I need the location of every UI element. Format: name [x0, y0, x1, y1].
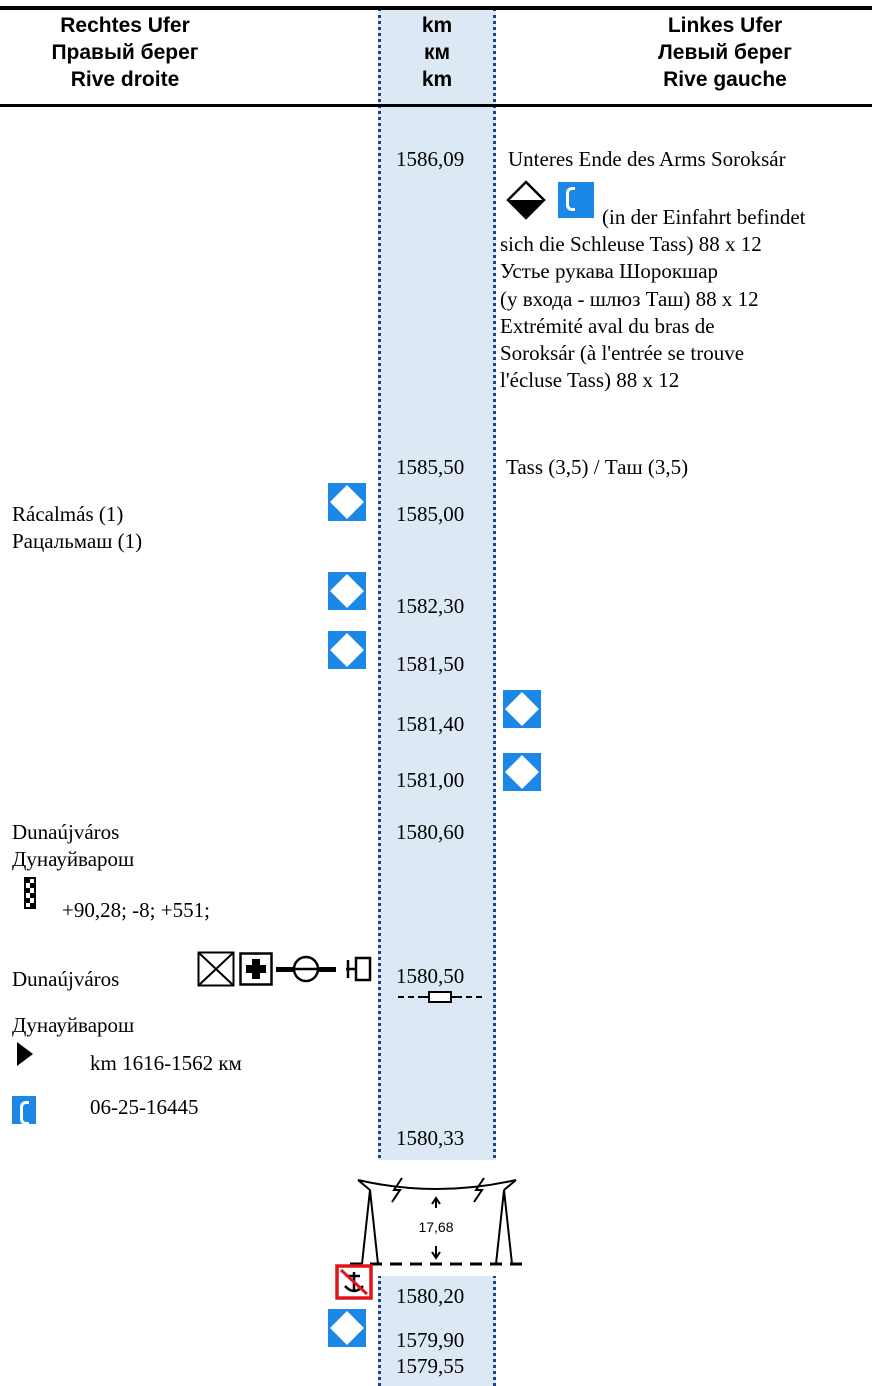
first-aid-icon: [239, 952, 273, 986]
water-intake-icon: [346, 956, 372, 982]
soroksar-line: Устье рукава Шорокшар: [500, 259, 719, 283]
km-value: 1581,00: [396, 768, 465, 792]
dunaujvaros-name-ru: Дунауйварош: [12, 847, 135, 871]
bank-mark-diamond-icon: [503, 753, 541, 791]
clearance-label: 17,68: [418, 1219, 453, 1235]
header-km-ru: км: [423, 41, 451, 64]
radar-arrow-icon: [17, 1042, 33, 1066]
km-value: 1580,20: [396, 1284, 465, 1308]
km-value: 1585,50: [396, 455, 465, 479]
header-left-bank: Linkes Ufer Левый берег Rive gauche: [610, 12, 840, 93]
km-value: 1581,50: [396, 652, 465, 676]
header-km-fr: km: [421, 68, 453, 91]
header-bottom-rule: [0, 104, 872, 107]
km-value: 1586,09: [396, 147, 465, 171]
gauge-values: +90,28; -8; +551;: [62, 898, 210, 922]
header-right-bank-ru: Правый берег: [51, 41, 199, 64]
soroksar-line: sich die Schleuse Tass) 88 x 12: [500, 232, 762, 256]
header-left-bank-de: Linkes Ufer: [667, 14, 783, 37]
soroksar-title: Unteres Ende des Arms Soroksár: [508, 147, 786, 171]
bank-mark-diamond-icon: [503, 690, 541, 728]
soroksar-line: (у входа - шлюз Таш) 88 x 12: [500, 287, 759, 311]
racalmas-name-ru: Рацальмаш (1): [12, 529, 143, 553]
bank-mark-diamond-icon: [328, 572, 366, 610]
tass-label: Tass (3,5) / Таш (3,5): [506, 455, 689, 479]
bank-mark-diamond-icon: [328, 1309, 366, 1347]
header-right-bank: Rechtes Ufer Правый берег Rive droite: [0, 12, 250, 93]
km-value: 1585,00: [396, 502, 465, 526]
cable-crossing-icon: [398, 991, 482, 1003]
km-value: 1582,30: [396, 594, 465, 618]
bank-mark-diamond-icon: [328, 631, 366, 669]
phone-channel-icon: [12, 1096, 36, 1125]
header-km-de: km: [421, 14, 453, 37]
power-line-icon: 17,68: [350, 1160, 522, 1276]
dunaujvaros-name: Dunaújváros: [12, 820, 120, 844]
no-anchoring-icon: [335, 1264, 373, 1300]
header-right-bank-fr: Rive droite: [70, 68, 180, 91]
header-top-rule: [0, 6, 872, 10]
km-column: [378, 8, 496, 1386]
radar-range: km 1616-1562 км: [90, 1051, 242, 1075]
phone-number: 06-25-16445: [90, 1095, 199, 1119]
pipeline-icon: [276, 955, 336, 983]
gauge-icon: [24, 877, 36, 909]
bank-mark-diamond-icon: [328, 483, 366, 521]
phone-channel-icon: [558, 182, 594, 218]
dunaujvaros-name: Dunaújváros: [12, 967, 120, 991]
km-value: 1580,33: [396, 1126, 465, 1150]
soroksar-line: (in der Einfahrt befindet: [602, 205, 806, 229]
header-right-bank-de: Rechtes Ufer: [60, 14, 190, 37]
dunaujvaros-name-ru: Дунауйварош: [12, 1013, 135, 1037]
header-left-bank-fr: Rive gauche: [663, 68, 787, 91]
header-left-bank-ru: Левый берег: [658, 41, 792, 64]
km-value: 1579,55: [396, 1354, 465, 1378]
ferry-icon: [197, 951, 235, 987]
km-value: 1580,60: [396, 820, 465, 844]
soroksar-line: l'écluse Tass) 88 x 12: [500, 368, 680, 392]
header-km: km км km: [381, 12, 493, 93]
km-value: 1579,90: [396, 1328, 465, 1352]
soroksar-line: Soroksár (à l'entrée se trouve: [500, 341, 745, 365]
km-value: 1581,40: [396, 712, 465, 736]
km-value: 1580,50: [396, 964, 465, 988]
racalmas-name: Rácalmás (1): [12, 502, 124, 526]
soroksar-line: Extrémité aval du bras de: [500, 314, 715, 338]
channel-mark-diamond-icon: [506, 180, 546, 220]
